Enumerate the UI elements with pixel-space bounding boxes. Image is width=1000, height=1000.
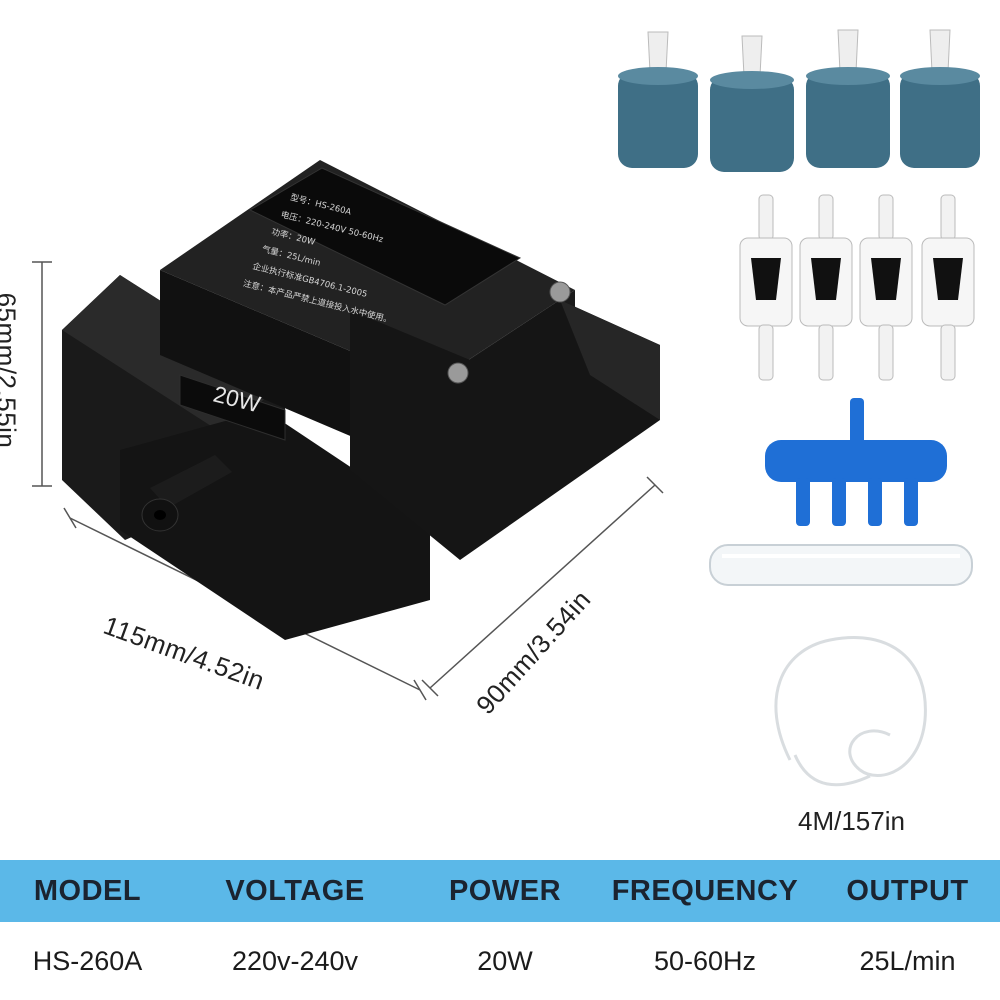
spec-header-cell: POWER	[448, 874, 562, 907]
spec-header-row: MODEL VOLTAGE POWER FREQUENCY OUTPUT	[0, 860, 1000, 922]
spec-header-cell: OUTPUT	[846, 874, 969, 907]
spec-value-cell: 25L/min	[859, 945, 956, 976]
check-valve	[739, 194, 793, 381]
air-stone	[806, 29, 890, 168]
air-stone	[618, 31, 698, 168]
product-illustration: 20W 型号：HS-260A 电压：220-240V 50-60Hz 功率：20…	[32, 29, 980, 787]
spec-value-cell: 20W	[477, 945, 533, 976]
air-pump	[62, 160, 660, 640]
airline-tubing	[774, 636, 927, 787]
air-stone	[710, 35, 794, 172]
rigid-tube	[709, 544, 973, 586]
spec-value-row: HS-260A 220v-240v 20W 50-60Hz 25L/min	[0, 922, 1000, 1000]
spec-value-cell: HS-260A	[32, 945, 143, 976]
check-valves	[739, 194, 975, 381]
check-valve	[859, 194, 913, 381]
spec-table: MODEL VOLTAGE POWER FREQUENCY OUTPUT HS-…	[0, 860, 1000, 1000]
product-stage: 20W 型号：HS-260A 电压：220-240V 50-60Hz 功率：20…	[0, 29, 980, 836]
check-valve	[921, 194, 975, 381]
air-stones	[618, 29, 980, 172]
manifold-splitter	[765, 398, 947, 526]
spec-value-cell: 50-60Hz	[653, 945, 757, 976]
spec-value-cell: 220v-240v	[231, 945, 359, 976]
spec-header-cell: FREQUENCY	[611, 874, 799, 907]
spec-header-cell: VOLTAGE	[225, 874, 365, 907]
spec-header-cell: MODEL	[33, 874, 142, 907]
check-valve	[799, 194, 853, 381]
tubing-length-label: 4M/157in	[798, 806, 905, 836]
height-dimension-label: 65mm/2.55in	[0, 292, 22, 449]
air-stone	[900, 29, 980, 168]
